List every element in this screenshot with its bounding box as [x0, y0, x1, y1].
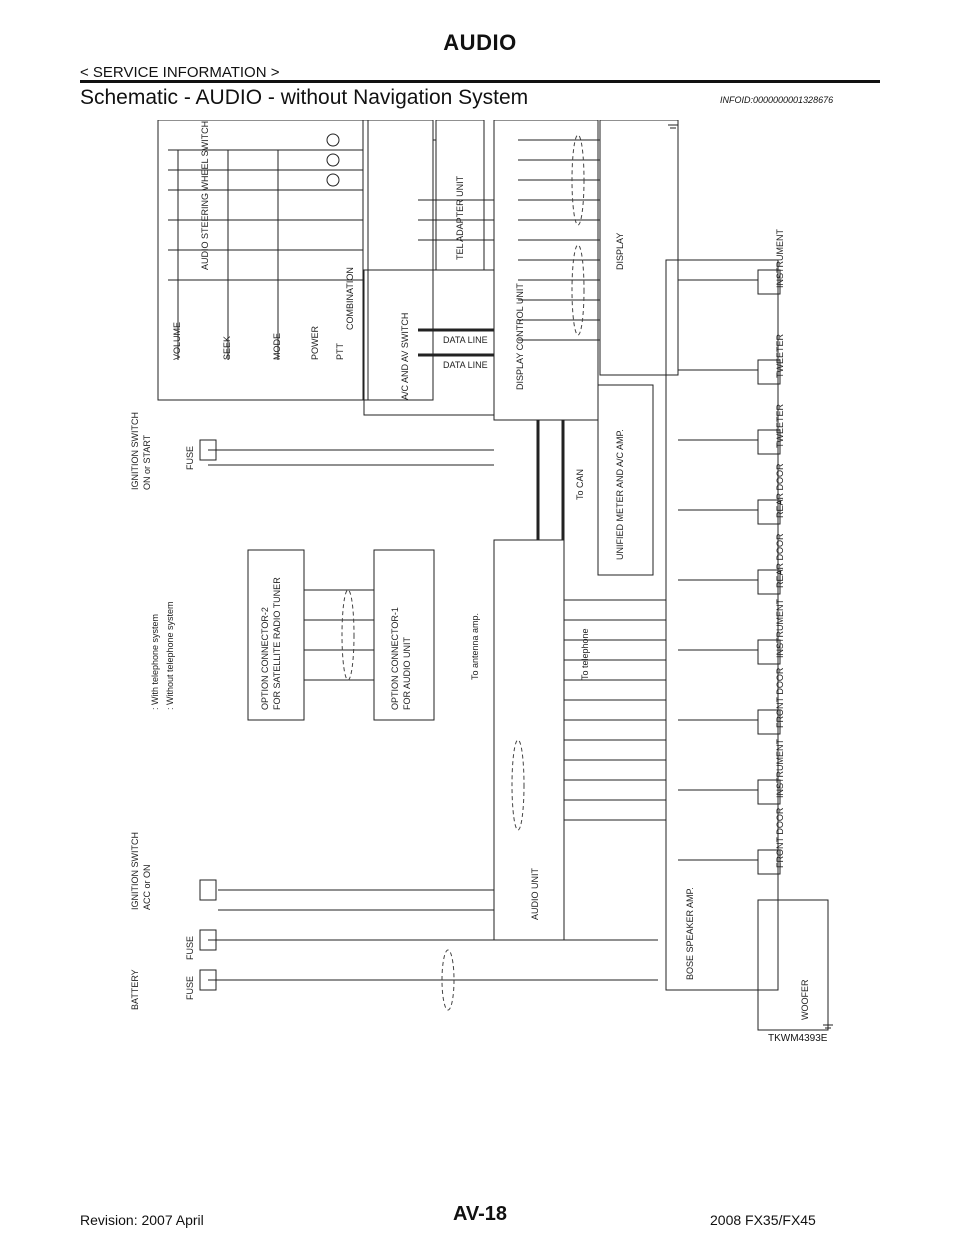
speaker-label-2: FRONT DOOR: [775, 667, 785, 728]
page-header-title: AUDIO: [443, 30, 517, 55]
tel-adapter-label: TEL ADAPTER UNIT: [455, 175, 465, 260]
speaker-label-1: INSTRUMENT: [775, 739, 785, 798]
ign-on-label: IGNITION SWITCH: [130, 412, 140, 490]
legend-tp: : With telephone system: [150, 614, 160, 710]
bose-amp-box: [665, 259, 779, 991]
combination-switch-box: [362, 119, 434, 401]
speaker-label-5: REAR DOOR: [775, 463, 785, 518]
combination-switch-label: COMBINATION: [345, 267, 355, 330]
header-divider: [80, 80, 880, 83]
volume-switch-label: VOLUME: [172, 322, 182, 360]
fuse-label-battery: FUSE: [185, 976, 195, 1000]
ac-av-switch-label: A/C AND AV SWITCH: [400, 313, 410, 400]
schematic-title: Schematic - AUDIO - without Navigation S…: [80, 86, 529, 109]
antenna-label: To antenna amp.: [470, 613, 480, 680]
seek-switch-label: SEEK: [222, 336, 232, 360]
battery-label: BATTERY: [130, 969, 140, 1010]
fuse-label-on: FUSE: [185, 446, 195, 470]
speaker-label-3: INSTRUMENT: [775, 599, 785, 658]
info-id: INFOID:0000000001328676: [720, 95, 834, 105]
option-connector-1-sub: FOR AUDIO UNIT: [402, 636, 412, 710]
figure-reference: TKWM4393E: [768, 1033, 828, 1044]
option-connector-1-label: OPTION CONNECTOR-1: [390, 607, 400, 710]
unified-meter-label: UNIFIED METER AND A/C AMP.: [615, 429, 625, 560]
option-connector-2-label: OPTION CONNECTOR-2: [260, 607, 270, 710]
footer-model: 2008 FX35/FX45: [710, 1212, 816, 1228]
option-connector-1-box: [373, 549, 435, 721]
woofer-label: WOOFER: [800, 979, 810, 1020]
audio-unit-label: AUDIO UNIT: [530, 867, 540, 920]
display-box: [599, 119, 679, 376]
data-line-label-1: DATA LINE: [443, 335, 488, 345]
display-control-label: DISPLAY CONTROL UNIT: [515, 283, 525, 390]
section-breadcrumb[interactable]: < SERVICE INFORMATION >: [80, 64, 280, 81]
telephone-label: To telephone: [580, 628, 590, 680]
footer-revision: Revision: 2007 April: [80, 1212, 204, 1228]
speaker-label-0: FRONT DOOR: [775, 807, 785, 868]
steering-switch-label: AUDIO STEERING WHEEL SWITCH: [200, 121, 210, 270]
fuse-label-acc: FUSE: [185, 936, 195, 960]
data-line-label-2: DATA LINE: [443, 360, 488, 370]
speaker-label-7: TWEETER: [775, 334, 785, 378]
can-label: To CAN: [575, 469, 585, 500]
footer-page-number: AV-18: [452, 1203, 508, 1225]
speaker-label-8: INSTRUMENT: [775, 229, 785, 288]
legend-ot: : Without telephone system: [165, 601, 175, 710]
option-connector-2-sub: FOR SATELLITE RADIO TUNER: [272, 577, 282, 710]
option-connector-2-box: [247, 549, 305, 721]
wiring-schematic: AUDIO STEERING WHEEL SWITCH COMBINATION …: [118, 119, 858, 1050]
display-control-box: [493, 119, 599, 421]
woofer-box: [757, 899, 829, 1031]
speaker-label-6: TWEETER: [775, 404, 785, 448]
unified-meter-box: [597, 384, 654, 576]
ign-acc-label: IGNITION SWITCH: [130, 832, 140, 910]
display-label: DISPLAY: [615, 233, 625, 270]
ign-on-sub: ON or START: [142, 434, 152, 490]
ptt-switch-label: PTT: [335, 342, 345, 360]
bose-amp-label: BOSE SPEAKER AMP.: [685, 887, 695, 980]
speaker-label-4: REAR DOOR: [775, 533, 785, 588]
audio-unit-box: [493, 539, 565, 941]
mode-switch-label: MODE: [272, 333, 282, 360]
steering-switch-box: [157, 119, 369, 401]
ign-acc-sub: ACC or ON: [142, 864, 152, 910]
power-switch-label: POWER: [310, 325, 320, 360]
